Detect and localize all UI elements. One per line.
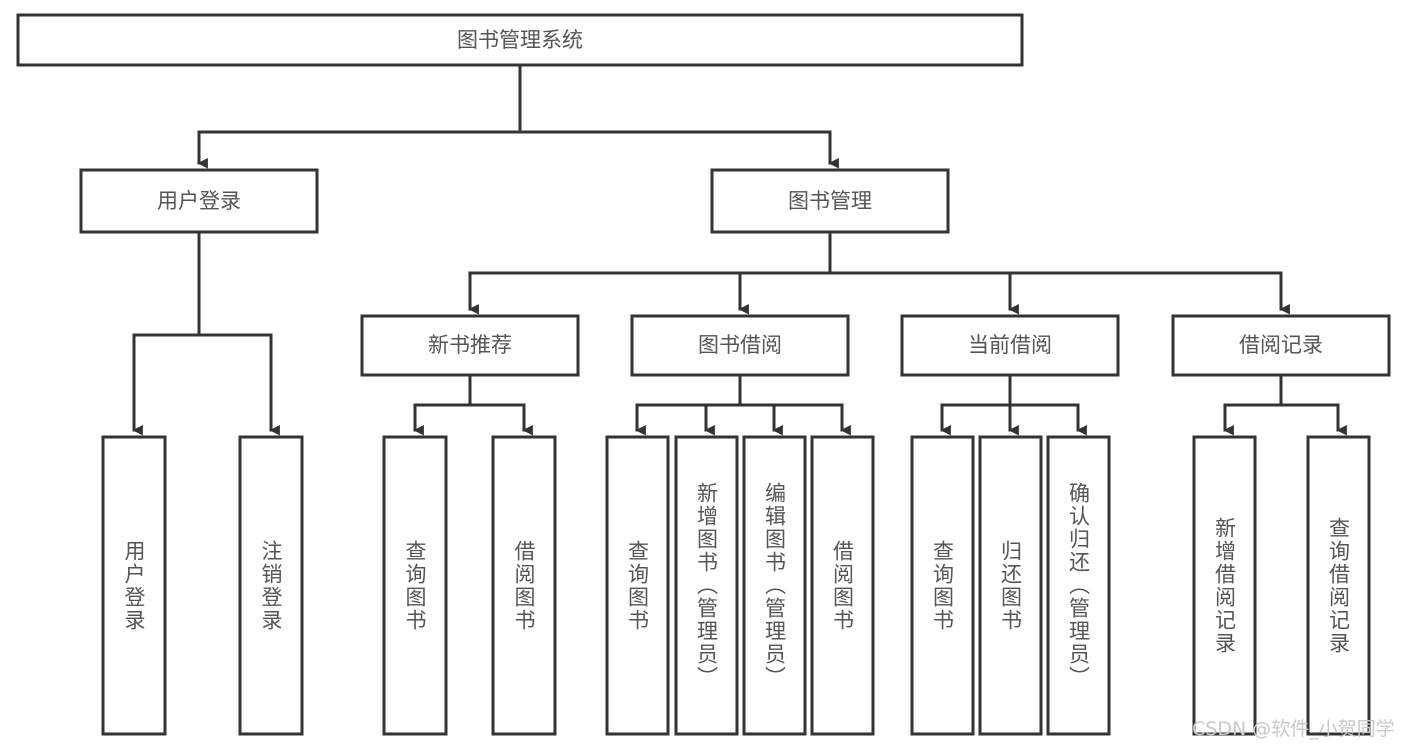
node-current-borrow-box[interactable] <box>900 314 1120 377</box>
node-leaf-query-book-1-box[interactable] <box>382 435 448 736</box>
node-borrow-record-box[interactable] <box>1171 314 1391 377</box>
node-leaf-edit-book-box[interactable] <box>742 435 807 736</box>
node-leaf-query-record[interactable]: 查询借阅记录 <box>1308 437 1369 734</box>
node-book-borrow[interactable]: 图书借阅 <box>630 314 850 377</box>
node-leaf-add-book[interactable]: 新增图书（管理员） <box>676 437 737 734</box>
node-book-mgmt-box[interactable] <box>710 168 950 234</box>
node-book-mgmt[interactable]: 图书管理 <box>710 168 950 234</box>
node-leaf-user-login[interactable]: 用户登录 <box>103 437 165 734</box>
node-leaf-query-book-3-box[interactable] <box>910 435 975 736</box>
node-leaf-query-book-2-label: 查询图书 <box>625 539 650 632</box>
node-borrow-record[interactable]: 借阅记录 <box>1171 314 1391 377</box>
node-leaf-query-record-label: 查询借阅记录 <box>1326 516 1351 655</box>
node-root-box[interactable] <box>16 13 1024 67</box>
node-user-login-label: 用户登录 <box>157 189 241 213</box>
node-leaf-add-book-label: 新增图书（管理员） <box>694 482 719 689</box>
node-book-mgmt-label: 图书管理 <box>788 189 872 213</box>
node-leaf-confirm-return-label: 确认归还（管理员） <box>1066 482 1091 689</box>
node-leaf-add-record-box[interactable] <box>1192 435 1257 736</box>
node-leaf-query-book-3-label: 查询图书 <box>930 539 955 632</box>
node-leaf-borrow-book-2-label: 借阅图书 <box>830 539 855 632</box>
node-leaf-confirm-return[interactable]: 确认归还（管理员） <box>1048 437 1109 734</box>
node-leaf-borrow-book-2-box[interactable] <box>810 435 875 736</box>
node-leaf-user-logout-box[interactable] <box>238 435 304 736</box>
node-leaf-query-book-3[interactable]: 查询图书 <box>912 437 973 734</box>
node-leaf-borrow-book-1[interactable]: 借阅图书 <box>493 437 555 734</box>
node-leaf-borrow-book-2[interactable]: 借阅图书 <box>812 437 873 734</box>
node-leaf-add-record-label: 新增借阅记录 <box>1212 516 1237 655</box>
node-leaf-add-record[interactable]: 新增借阅记录 <box>1194 437 1255 734</box>
node-leaf-edit-book[interactable]: 编辑图书（管理员） <box>744 437 805 734</box>
node-leaf-query-book-2-box[interactable] <box>605 435 670 736</box>
node-root-label: 图书管理系统 <box>457 28 583 52</box>
node-leaf-borrow-book-1-box[interactable] <box>491 435 557 736</box>
node-user-login[interactable]: 用户登录 <box>79 168 319 234</box>
leaf-boxes <box>101 435 1371 736</box>
node-book-borrow-box[interactable] <box>630 314 850 377</box>
node-user-login-box[interactable] <box>79 168 319 234</box>
node-leaf-query-record-box[interactable] <box>1306 435 1371 736</box>
node-current-borrow-label: 当前借阅 <box>968 333 1052 357</box>
node-root[interactable]: 图书管理系统 <box>16 13 1024 67</box>
node-leaf-query-book-1-label: 查询图书 <box>403 539 428 632</box>
node-leaf-add-book-box[interactable] <box>674 435 739 736</box>
node-leaf-user-logout-label: 注销登录 <box>259 539 284 632</box>
node-new-book-rec-box[interactable] <box>360 314 580 377</box>
node-current-borrow[interactable]: 当前借阅 <box>900 314 1120 377</box>
node-leaf-return-book-label: 归还图书 <box>998 539 1023 632</box>
connectors <box>132 63 1347 436</box>
node-new-book-rec[interactable]: 新书推荐 <box>360 314 580 377</box>
node-book-borrow-label: 图书借阅 <box>698 333 782 357</box>
node-leaf-user-logout[interactable]: 注销登录 <box>240 437 302 734</box>
node-borrow-record-label: 借阅记录 <box>1239 333 1323 357</box>
node-leaf-user-login-box[interactable] <box>101 435 167 736</box>
node-leaf-return-book-box[interactable] <box>978 435 1043 736</box>
node-leaf-edit-book-label: 编辑图书（管理员） <box>762 482 787 689</box>
node-leaf-query-book-1[interactable]: 查询图书 <box>384 437 446 734</box>
csdn-watermark: CSDN @软件_小贺同学 <box>1192 718 1395 740</box>
node-leaf-query-book-2[interactable]: 查询图书 <box>607 437 668 734</box>
node-leaf-return-book[interactable]: 归还图书 <box>980 437 1041 734</box>
node-new-book-rec-label: 新书推荐 <box>428 333 512 357</box>
node-leaf-confirm-return-box[interactable] <box>1046 435 1111 736</box>
node-leaf-borrow-book-1-label: 借阅图书 <box>512 539 537 632</box>
node-leaf-user-login-label: 用户登录 <box>122 539 147 632</box>
